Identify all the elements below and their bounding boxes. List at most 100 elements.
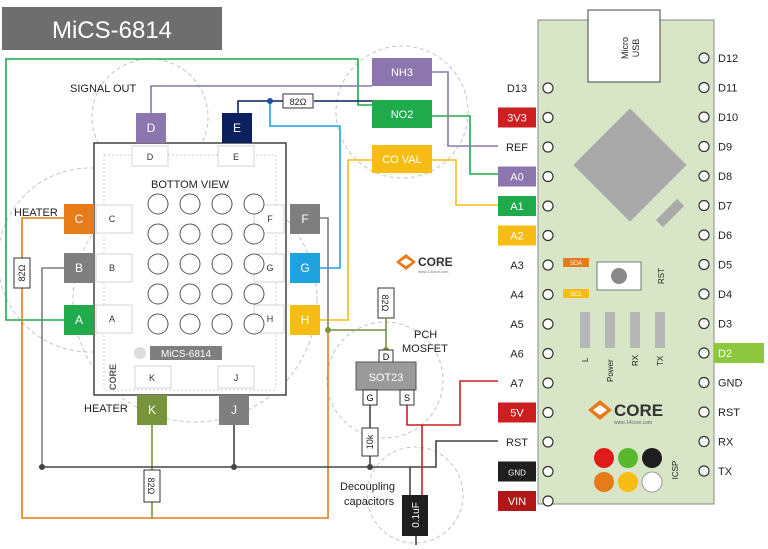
- inner-pin-g: G: [266, 263, 273, 273]
- left-pin-hole: [542, 347, 554, 360]
- inner-pin-c: C: [109, 214, 116, 224]
- wire-coval-to-a2: [432, 159, 498, 206]
- scl-pad: [563, 289, 589, 298]
- inner-pin-k: K: [149, 373, 155, 383]
- left-pin-badge: [498, 107, 536, 128]
- right-pin-label: RST: [718, 407, 740, 419]
- capacitor-body: [402, 495, 428, 536]
- left-pin-hole: [542, 229, 554, 242]
- icsp-dot-green: [618, 448, 638, 468]
- mosfet-package: SOT23: [369, 372, 404, 384]
- left-pin-hole: [542, 436, 554, 448]
- left-pin-badge: [498, 196, 536, 216]
- left-pin-hole: [542, 170, 554, 183]
- left-pin-label: A4: [510, 290, 523, 302]
- left-pin-label: VIN: [508, 496, 526, 508]
- sensor-annotations: SIGNAL OUT HEATER HEATER: [14, 83, 136, 415]
- icsp-dot-red: [594, 448, 614, 468]
- pin-e-label: E: [233, 121, 241, 135]
- right-pin-hole: [698, 406, 710, 418]
- led-rx-label: RX: [631, 354, 640, 366]
- sensor-hole: [211, 283, 233, 305]
- title-banner: MiCS-6814: [2, 7, 222, 50]
- right-pin-label: D4: [718, 289, 732, 301]
- left-pin-label: 3V3: [507, 113, 527, 125]
- left-pin-hole: [542, 82, 554, 94]
- sensor-hole: [147, 313, 169, 335]
- pin-c-label: C: [75, 212, 84, 226]
- sensor-hole: [179, 313, 201, 335]
- pin-j: [219, 395, 249, 425]
- right-pin-hole: [698, 465, 710, 477]
- signal-out-label: SIGNAL OUT: [70, 83, 136, 95]
- icsp-dot-black: [642, 448, 662, 468]
- left-pin-label: A6: [510, 349, 523, 361]
- sensor-hole: [243, 283, 265, 305]
- right-pin-label: D11: [718, 83, 737, 95]
- coval-box: [372, 145, 432, 173]
- pin-j-label: J: [231, 403, 237, 417]
- inner-pin-f: F: [267, 214, 273, 224]
- right-pin-hole: [698, 376, 710, 389]
- sensor-hole-grid: [147, 193, 265, 335]
- wire-c-to-bottom: [21, 217, 329, 519]
- right-pin-label: GND: [718, 378, 743, 390]
- right-pin-hole: [698, 140, 710, 153]
- right-pin-hole: [698, 229, 710, 241]
- left-pin-label: REF: [506, 142, 528, 154]
- left-pin-badge: [498, 402, 536, 423]
- pin-h: [290, 305, 320, 335]
- pin-k-label: K: [148, 403, 156, 417]
- mosfet-title-1: PCH: [414, 329, 437, 341]
- resistor-gate-label: 82Ω: [380, 295, 390, 312]
- inner-pin-a: A: [109, 314, 115, 324]
- wire-no2-to-a1: [432, 115, 498, 175]
- left-pin-badge: [498, 225, 536, 246]
- capacitor-value: 0.1uF: [411, 502, 422, 528]
- wire-arduino-gnd: [400, 440, 498, 468]
- right-pin-label: D2: [718, 348, 732, 360]
- sensor-hole: [179, 283, 201, 305]
- mosfet-body: [355, 361, 417, 391]
- sensor-mini-logo-text: CORE: [108, 364, 118, 390]
- wire-junctions: [39, 98, 389, 470]
- capacitor-label-1: Decoupling: [340, 481, 395, 493]
- sensor-hole: [243, 223, 265, 245]
- reset-button-label: RST: [657, 268, 666, 284]
- title-text: MiCS-6814: [52, 17, 172, 44]
- wire-e-to-g: [269, 101, 341, 269]
- heater-top-label: HEATER: [14, 207, 58, 219]
- coval-label: CO VAL: [382, 154, 422, 166]
- resistor-left: [13, 257, 31, 289]
- left-pin-hole: [542, 288, 554, 301]
- sensor-body: D E C B A F G H K J BOTTOM VIEW MiCS-681…: [93, 142, 287, 396]
- sda-label: SDA: [570, 261, 582, 267]
- capacitor: Decoupling capacitors 0.1uF: [340, 481, 428, 536]
- icsp-dot-yellow: [618, 472, 638, 492]
- right-pin-label: D7: [718, 201, 732, 213]
- wire-nh3-to-a0: [432, 71, 498, 147]
- pin-a-label: A: [75, 313, 83, 327]
- capacitor-label-2: capacitors: [344, 496, 395, 508]
- sensor-hole: [211, 193, 233, 215]
- right-pin-label: D3: [718, 319, 732, 331]
- mosfet-title-2: MOSFET: [402, 343, 448, 355]
- left-pin-label: RST: [506, 437, 528, 449]
- pin-g: [290, 253, 320, 283]
- signal-boxes: NH3 NO2 CO VAL: [372, 58, 432, 173]
- right-pin-hole: [698, 81, 710, 94]
- left-pin-label: A5: [510, 319, 523, 331]
- left-pin-hole: [542, 259, 554, 271]
- left-pin-hole: [542, 200, 554, 212]
- right-pin-hole: [698, 199, 710, 212]
- left-pin-label: A7: [510, 378, 523, 390]
- nh3-box: [372, 58, 432, 86]
- inner-pin-j: J: [234, 373, 239, 383]
- resistor-left-label: 82Ω: [17, 264, 27, 281]
- left-pin-label: A1: [510, 201, 523, 213]
- mosfet-pin-s-label: S: [404, 393, 410, 403]
- pin-a: [64, 305, 94, 335]
- sensor-hole: [179, 193, 201, 215]
- inner-pin-h: H: [267, 314, 274, 324]
